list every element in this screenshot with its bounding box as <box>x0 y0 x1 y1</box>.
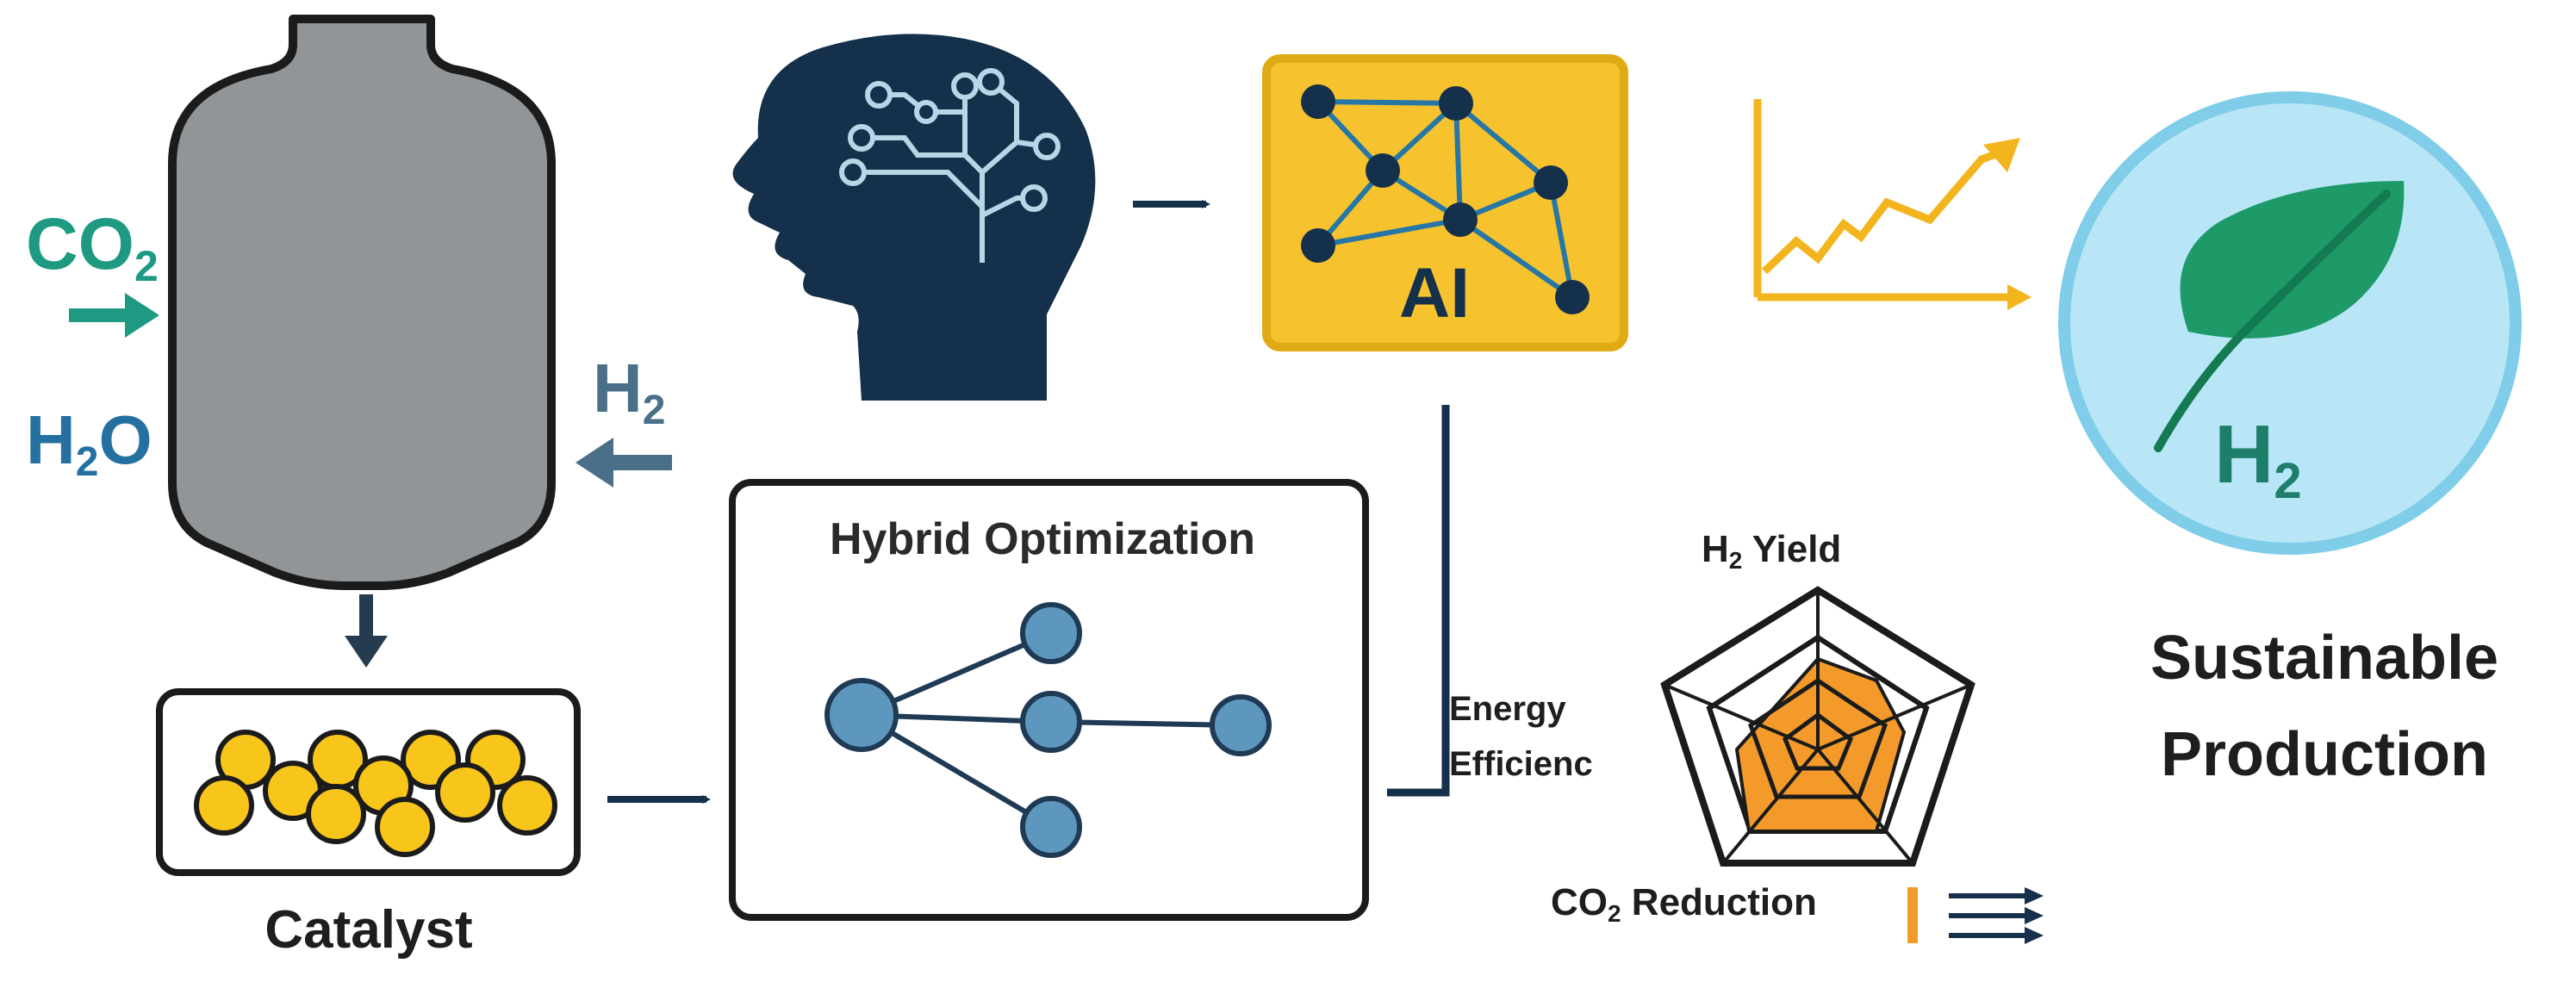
leaf-icon <box>2154 181 2405 452</box>
catalyst-label: Catalyst <box>264 900 472 960</box>
reactor-vessel-icon <box>168 15 556 590</box>
h2-output-label: H2 <box>2214 408 2302 509</box>
growth-chart-icon <box>1753 99 2032 310</box>
radar-chart-icon <box>1660 586 1976 867</box>
h2o-input-label: H2O <box>26 401 152 485</box>
co2-arrow <box>69 293 159 338</box>
optimization-tree-icon <box>824 602 1272 858</box>
catalyst-pellets-icon <box>194 730 557 857</box>
ai-network-icon <box>1262 54 1628 351</box>
production-label: Production <box>2161 720 2488 789</box>
radar-h2-yield-label: H2 Yield <box>1702 528 1841 574</box>
h2-input-arrow <box>576 438 672 488</box>
human-head-circuit-icon <box>732 34 1096 401</box>
ai-label: AI <box>1399 254 1470 333</box>
hybrid-optimization-title: Hybrid Optimization <box>830 514 1255 564</box>
co2-input-label: CO2 <box>26 203 159 290</box>
radar-energy-label: Energy <box>1449 690 1566 728</box>
radar-co2-label: CO2 Reduction <box>1551 881 1817 927</box>
radar-efficiency-label: Efficienc <box>1449 745 1593 783</box>
down-arrow <box>345 594 388 668</box>
radar-legend-marker <box>1907 887 2044 944</box>
sustainable-label: Sustainable <box>2150 624 2498 693</box>
ai-to-radar-connector <box>1387 405 1450 797</box>
h2-input-label: H2 <box>593 350 665 433</box>
